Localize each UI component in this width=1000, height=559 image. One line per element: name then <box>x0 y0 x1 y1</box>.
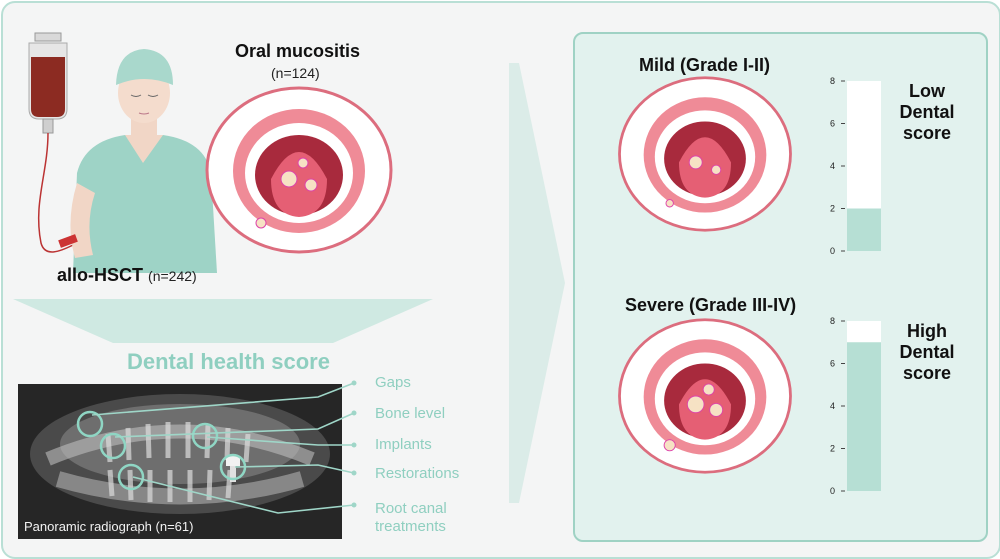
feature-implants: Implants <box>375 436 432 453</box>
mild-tick-label: 2 <box>830 204 835 214</box>
arrow-right-icon <box>509 63 565 503</box>
severe-bar-value <box>847 342 881 491</box>
mild-tick-label: 8 <box>830 76 835 86</box>
severe-mouth-icon <box>618 318 792 474</box>
severe-score-label: High Dental score <box>887 321 967 384</box>
panoramic-radiograph: Panoramic radiograph (n=61) <box>18 384 342 539</box>
iv-bag-icon <box>28 32 74 253</box>
patient-illustration <box>28 32 217 273</box>
feature-restorations: Restorations <box>375 465 460 482</box>
radiograph-caption: Panoramic radiograph (n=61) <box>24 519 194 534</box>
oral-mucositis-mouth-icon <box>205 86 393 254</box>
severe-tick-label: 4 <box>830 401 835 411</box>
mild-mouth-icon <box>618 76 792 232</box>
mild-score-word-3: score <box>902 123 952 143</box>
mild-bar-value <box>847 208 881 251</box>
mild-bar-chart: 8 6 4 2 0 <box>830 76 881 256</box>
severe-tick-label: 8 <box>830 316 835 326</box>
funnel-shape <box>13 299 433 343</box>
mild-tick-label: 4 <box>830 161 835 171</box>
feature-connectors <box>91 380 357 514</box>
severe-tick-label: 6 <box>830 359 835 369</box>
severe-score-word-2: Dental <box>899 342 955 362</box>
severe-score-word-1: High <box>907 321 947 341</box>
allo-hsct-count: (n=242) <box>148 268 197 284</box>
allo-hsct-label: allo-HSCT (n=242) <box>57 265 197 286</box>
severe-score-word-3: score <box>902 363 952 383</box>
mild-title: Mild (Grade I-II) <box>639 55 771 75</box>
severe-bar-chart: 8 6 4 2 0 <box>830 316 881 496</box>
oral-mucositis-count: (n=124) <box>271 65 320 81</box>
oral-mucositis-title: Oral mucositis <box>235 41 361 61</box>
mild-tick-label: 6 <box>830 119 835 129</box>
dental-health-title: Dental health score <box>127 349 330 374</box>
mild-tick-label: 0 <box>830 246 835 256</box>
feature-root-canal: Root canal treatments <box>375 500 447 535</box>
feature-bone-level: Bone level <box>375 405 446 422</box>
mild-score-word-2: Dental <box>899 102 955 122</box>
severe-tick-label: 0 <box>830 486 835 496</box>
mild-score-word-1: Low <box>909 81 945 101</box>
allo-hsct-title: allo-HSCT <box>57 265 144 285</box>
feature-gaps: Gaps <box>375 374 411 391</box>
severe-tick-label: 2 <box>830 444 835 454</box>
severe-title: Severe (Grade III-IV) <box>625 295 797 315</box>
mild-score-label: Low Dental score <box>887 81 967 144</box>
radiograph-image <box>18 384 342 539</box>
